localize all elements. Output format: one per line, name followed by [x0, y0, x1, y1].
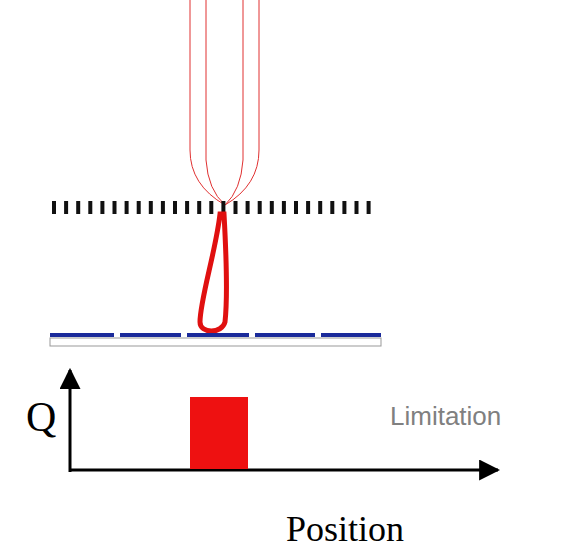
electrode-segment	[294, 201, 298, 214]
electrode-segment	[282, 201, 286, 214]
electrode-segment	[52, 201, 56, 214]
electrode-segment	[270, 201, 274, 214]
readout-board	[50, 338, 381, 346]
electrode-segment	[209, 201, 213, 214]
avalanche	[200, 214, 227, 331]
electrode-segment	[100, 201, 104, 214]
electrode-segment	[318, 201, 322, 214]
electrode-segment	[113, 201, 117, 214]
note-label: Limitation	[390, 401, 501, 432]
charge-bar	[190, 397, 248, 469]
axis-label: Position	[286, 508, 404, 550]
electrode-segment	[197, 201, 201, 214]
readout-strips	[50, 333, 381, 337]
electrode-segment	[330, 201, 334, 214]
perforated-electrode	[52, 201, 371, 214]
electrode-segment	[64, 201, 68, 214]
electrode-segment	[88, 201, 92, 214]
electrode-segment	[76, 201, 80, 214]
electrode-segment	[306, 201, 310, 214]
electrode-segment	[367, 201, 371, 214]
electrode-segment	[342, 201, 346, 214]
electrode-segment	[185, 201, 189, 214]
position-axis	[70, 469, 498, 472]
electrode-segment	[234, 201, 238, 214]
electrode-segment	[125, 201, 129, 214]
q-axis	[69, 370, 72, 472]
electrode-segment	[246, 201, 250, 214]
electrode-segment	[137, 201, 141, 214]
electrode-segment	[149, 201, 153, 214]
electrode-segment	[173, 201, 177, 214]
electrode-segment	[355, 201, 359, 214]
axis-label: Q	[26, 393, 56, 441]
field-lines	[190, 0, 259, 205]
electrode-segment	[161, 201, 165, 214]
electrode-segment	[258, 201, 262, 214]
